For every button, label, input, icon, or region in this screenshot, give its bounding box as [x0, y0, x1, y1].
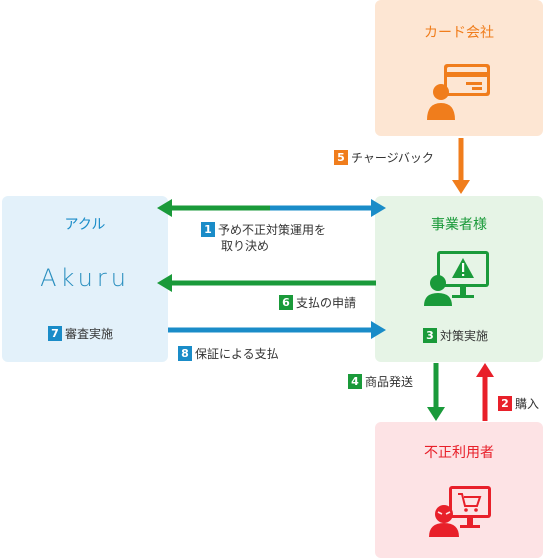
step-3-text: 対策実施	[440, 329, 489, 343]
akuru-box: アクル Akuru	[2, 196, 168, 362]
step-1-text-line2: 取り決め	[221, 239, 270, 253]
step-8-number: 8	[178, 346, 192, 361]
step-2-number: 2	[498, 396, 512, 411]
step-1-text-line1: 予め不正対策運用を	[218, 223, 327, 237]
step-4-number: 4	[348, 374, 362, 389]
step-6-number: 6	[279, 295, 293, 310]
arrow-payment-request	[157, 274, 376, 292]
step-5-text: チャージバック	[351, 151, 434, 165]
step-2-text: 購入	[515, 397, 540, 411]
step-6-text: 支払の申請	[296, 296, 357, 310]
arrow-agreement	[157, 199, 386, 217]
warning-monitor-person-icon	[424, 251, 489, 306]
credit-card-person-icon	[427, 64, 490, 120]
step-4-text: 商品発送	[365, 375, 414, 389]
step-5-number: 5	[334, 150, 348, 165]
arrow-purchase	[476, 363, 494, 421]
fraud-user-box: 不正利用者	[375, 422, 543, 558]
cart-monitor-masked-person-icon	[429, 486, 491, 537]
fraud-user-title: 不正利用者	[424, 445, 494, 461]
step-3-number: 3	[423, 328, 437, 343]
merchant-title: 事業者様	[431, 217, 487, 233]
step-7-text: 審査実施	[65, 327, 114, 341]
akuru-title: アクル	[64, 217, 106, 233]
step-7-number: 7	[48, 326, 62, 341]
card-company-title: カード会社	[424, 25, 494, 41]
step-1-number: 1	[201, 222, 215, 237]
arrow-shipment	[427, 363, 445, 421]
step-8-text: 保証による支払	[195, 347, 279, 361]
akuru-logo: Akuru	[40, 264, 130, 292]
arrow-chargeback	[452, 138, 470, 194]
arrow-guaranteed-payment	[168, 321, 386, 339]
